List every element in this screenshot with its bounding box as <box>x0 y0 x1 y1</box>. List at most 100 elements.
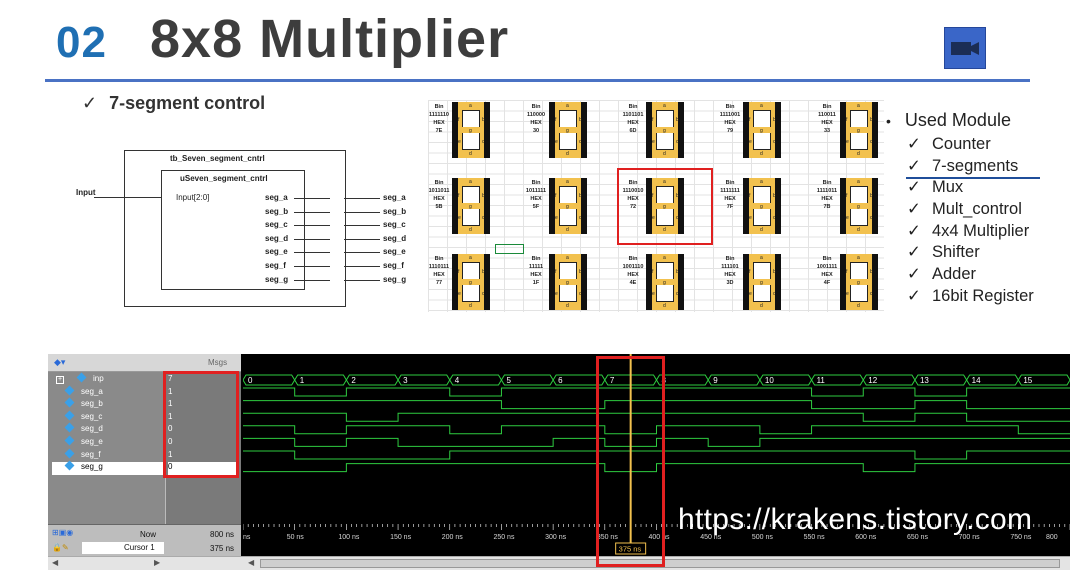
ruler-label: 400 ns <box>649 534 671 541</box>
segment-display: a b c d e f g <box>452 178 490 234</box>
wire-outer-seg_f <box>344 266 380 267</box>
seven-segment-table: Bin 1111110 HEX 7E a b c d e f g <box>428 100 884 312</box>
seg-label-f: f <box>458 117 460 123</box>
wire-inner-seg_f <box>294 266 330 267</box>
signal-seg_b[interactable]: seg_b <box>52 397 103 412</box>
cursor-lock-icon[interactable]: 🔒✎ <box>52 543 69 552</box>
signal-seg_e[interactable]: seg_e <box>52 435 103 450</box>
hex-label: HEX <box>821 272 833 278</box>
seg-label-g: g <box>566 204 569 210</box>
dut-port-seg_c: seg_c <box>265 220 288 230</box>
digit-cell: Bin 1011011 HEX 5B a b c d e f g <box>428 176 494 238</box>
highlight-values <box>163 371 239 478</box>
signal-name: seg_e <box>81 437 103 446</box>
wave-scroll-left-icon[interactable]: ◀ <box>248 558 255 567</box>
signal-seg_f[interactable]: seg_f <box>52 448 101 463</box>
signal-seg_c[interactable]: seg_c <box>52 410 102 425</box>
seg-label-f: f <box>846 193 848 199</box>
seg-label-b: b <box>870 269 873 275</box>
cursor-toolbar-icon[interactable]: ⊞▣◉ <box>52 528 74 537</box>
seg-label-f: f <box>555 269 557 275</box>
seg-label-g: g <box>760 128 763 134</box>
tb-port-seg_e: seg_e <box>383 247 406 257</box>
ruler-label: 500 ns <box>752 534 774 541</box>
hex-label: HEX <box>433 120 445 126</box>
bin-value: 111101 <box>721 264 739 270</box>
bin-value: 1111011 <box>816 188 838 194</box>
seg-label-c: c <box>482 291 485 297</box>
dut-module-box <box>161 170 305 290</box>
signal-icon <box>64 448 75 459</box>
module-item-label: Counter <box>932 135 991 153</box>
hex-value: 79 <box>726 128 734 134</box>
signal-inp[interactable]: +inp <box>52 372 104 387</box>
hex-label: HEX <box>821 196 833 202</box>
seg-label-b: b <box>579 269 582 275</box>
bus-value: 9 <box>713 376 718 385</box>
hex-label: HEX <box>627 120 639 126</box>
seg-label-c: c <box>773 139 776 145</box>
seg-label-a: a <box>469 103 472 109</box>
wave-toolbar-icon[interactable]: ◆▾ <box>54 357 66 367</box>
bin-label: Bin <box>725 180 735 186</box>
bin-label: Bin <box>628 256 638 262</box>
seg-label-e: e <box>555 291 558 297</box>
bin-value: 11111 <box>528 264 544 270</box>
seg-label-b: b <box>579 117 582 123</box>
scroll-left-icon[interactable]: ◀ <box>52 558 59 567</box>
seg-label-b: b <box>482 269 485 275</box>
bullet-icon: • <box>886 113 891 129</box>
wave-trace <box>243 387 1070 397</box>
wire-inner-seg_a <box>294 198 330 199</box>
hex-value: 3D <box>726 280 734 286</box>
digit-cell: Bin 110011 HEX 33 a b c d e f g <box>816 100 882 162</box>
ruler-label: 200 ns <box>442 534 464 541</box>
signal-value: 7 <box>168 374 173 383</box>
now-value: 800 ns <box>210 530 235 539</box>
wire-outer-seg_a <box>344 198 380 199</box>
horizontal-scrollbar[interactable]: ◀ ▶ ◀ <box>48 556 1070 570</box>
cursor-name[interactable]: Cursor 1 <box>82 542 164 554</box>
seg-label-g: g <box>663 128 666 134</box>
bin-label: Bin <box>628 180 638 186</box>
signal-icon <box>64 435 75 446</box>
ruler-label: 350 ns <box>597 534 619 541</box>
seg-label-a: a <box>857 255 860 261</box>
hex-value: 4F <box>823 280 831 286</box>
seg-label-a: a <box>566 103 569 109</box>
signal-seg_a[interactable]: seg_a <box>52 385 103 400</box>
hex-label: HEX <box>530 196 542 202</box>
dut-port-seg_f: seg_f <box>265 261 286 270</box>
dut-port-seg_a: seg_a <box>265 193 288 202</box>
scroll-thumb[interactable] <box>260 559 1060 568</box>
hex-value: 77 <box>435 280 443 286</box>
expand-icon[interactable]: + <box>56 376 64 384</box>
hex-label: HEX <box>627 272 639 278</box>
seg-label-d: d <box>857 227 860 233</box>
seg-label-a: a <box>566 179 569 185</box>
check-icon: ✓ <box>907 265 921 284</box>
seg-label-g: g <box>566 128 569 134</box>
camera-button[interactable] <box>944 27 986 69</box>
seg-label-g: g <box>663 280 666 286</box>
seg-label-e: e <box>458 215 461 221</box>
ruler-label: 300 ns <box>545 534 567 541</box>
segment-display: a b c d e f g <box>646 178 684 234</box>
signal-seg_g[interactable]: seg_g <box>52 460 164 475</box>
scroll-right-icon[interactable]: ▶ <box>154 558 161 567</box>
seg-label-d: d <box>566 303 569 309</box>
check-icon: ✓ <box>907 178 921 197</box>
selected-cell[interactable] <box>495 244 524 254</box>
cursor-marker[interactable] <box>615 542 647 555</box>
ruler-label: 250 ns <box>493 534 515 541</box>
seg-label-f: f <box>652 269 654 275</box>
hex-label: HEX <box>724 120 736 126</box>
hex-label: HEX <box>627 196 639 202</box>
ruler-label: 800 <box>1046 534 1058 541</box>
signal-seg_d[interactable]: seg_d <box>52 422 103 437</box>
bus-value: 7 <box>610 376 615 385</box>
bus-value: 5 <box>506 376 511 385</box>
wave-trace <box>243 450 1070 460</box>
ruler-label: 50 ns <box>287 534 305 541</box>
